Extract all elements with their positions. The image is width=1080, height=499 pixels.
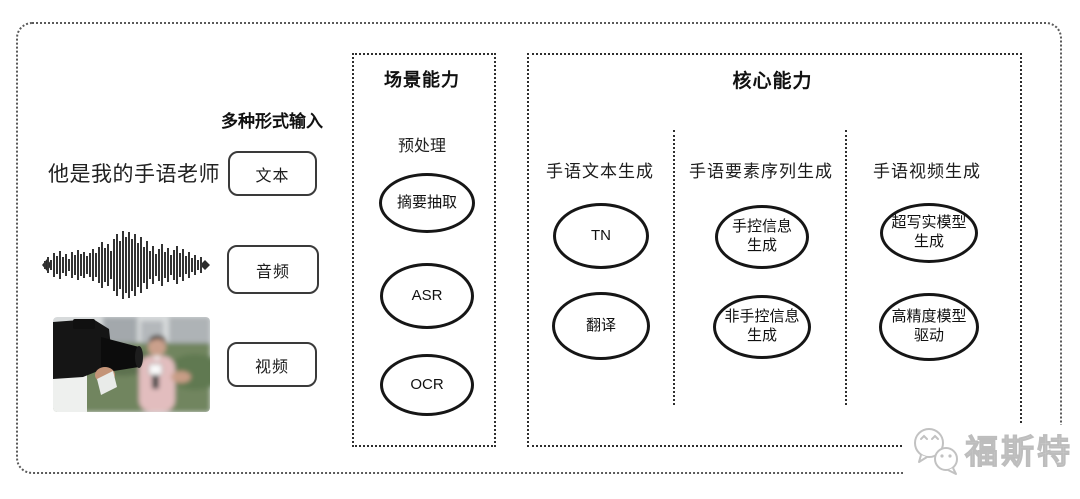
sample-sentence-text: 他是我的手语老师 — [48, 163, 220, 186]
input-section-title: 多种形式输入 — [221, 112, 323, 131]
node-ocr: OCR — [380, 354, 474, 416]
watermark: 福斯特 — [903, 425, 1073, 477]
column-header-element-sequence-generation: 手语要素序列生成 — [689, 162, 833, 181]
column-header-video-generation: 手语视频生成 — [873, 162, 981, 181]
node-high-precision-model-driving: 高精度模型 驱动 — [879, 293, 979, 361]
node-tn: TN — [553, 203, 649, 269]
audio-waveform-icon — [42, 231, 210, 299]
watermark-text: 福斯特 — [965, 432, 1073, 470]
core-capability-title: 核心能力 — [732, 71, 813, 92]
wechat-logo-icon — [914, 428, 958, 475]
video-thumbnail-image — [53, 317, 210, 412]
node-hyperrealistic-model-generation: 超写实模型 生成 — [880, 203, 978, 263]
column-header-text-generation: 手语文本生成 — [546, 162, 654, 181]
outer-dotted-border — [16, 22, 1062, 474]
scene-capability-box — [352, 53, 496, 447]
column-divider-1 — [673, 130, 675, 405]
input-type-audio-box: 音频 — [227, 245, 319, 294]
node-summary-extraction: 摘要抽取 — [379, 173, 475, 233]
node-asr: ASR — [380, 263, 474, 329]
node-non-manual-info-generation: 非手控信息 生成 — [713, 295, 811, 359]
node-manual-info-generation: 手控信息 生成 — [715, 205, 809, 269]
core-capability-box — [527, 53, 1022, 447]
preprocess-label: 预处理 — [397, 138, 446, 155]
input-type-text-box: 文本 — [228, 151, 317, 196]
input-type-video-box: 视频 — [227, 342, 317, 387]
column-divider-2 — [845, 130, 847, 405]
scene-capability-title: 场景能力 — [384, 70, 460, 90]
node-translation: 翻译 — [552, 292, 650, 360]
